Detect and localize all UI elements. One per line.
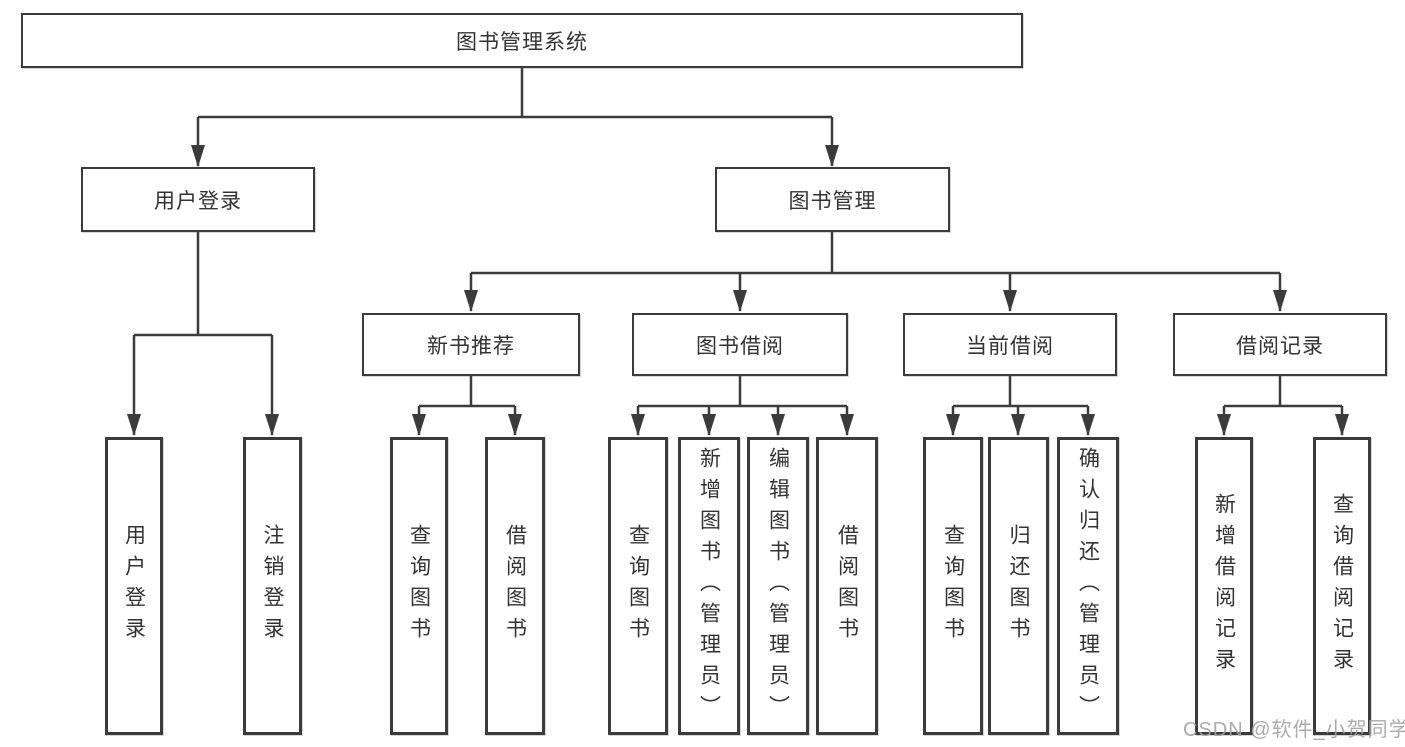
leaf-br-query-record: 查询借阅记录: [1313, 437, 1371, 735]
node-root-label: 图书管理系统: [456, 30, 588, 54]
leaf-bb-query-book: 查询图书: [608, 437, 668, 735]
leaf-user-login-label: 用户登录: [122, 524, 146, 648]
leaf-br-add-record: 新增借阅记录: [1195, 437, 1253, 735]
node-new-book-recommend-label: 新书推荐: [427, 334, 515, 358]
leaf-nb-borrow-book: 借阅图书: [485, 437, 545, 735]
leaf-br-query-record-label: 查询借阅记录: [1330, 493, 1354, 679]
node-book-management: 图书管理: [715, 167, 950, 232]
leaf-cb-confirm-return-admin: 确认归还（管理员）: [1057, 437, 1119, 735]
leaf-cb-confirm-return-admin-label: 确认归还（管理员）: [1076, 446, 1100, 726]
leaf-user-login: 用户登录: [105, 437, 163, 735]
node-new-book-recommend: 新书推荐: [362, 313, 580, 376]
node-book-borrow: 图书借阅: [632, 313, 848, 376]
leaf-bb-edit-book-admin-label: 编辑图书（管理员）: [766, 446, 790, 726]
leaf-nb-borrow-book-label: 借阅图书: [503, 524, 527, 648]
node-book-borrow-label: 图书借阅: [696, 334, 784, 358]
leaf-cb-query-book: 查询图书: [923, 437, 983, 735]
node-borrow-records: 借阅记录: [1173, 313, 1387, 376]
node-book-management-label: 图书管理: [788, 189, 877, 213]
leaf-cb-query-book-label: 查询图书: [941, 524, 965, 648]
node-user-login: 用户登录: [81, 167, 315, 232]
leaf-bb-borrow-book: 借阅图书: [816, 437, 878, 735]
leaf-bb-add-book-admin-label: 新增图书（管理员）: [697, 446, 721, 726]
leaf-cb-return-book: 归还图书: [988, 437, 1049, 735]
node-borrow-records-label: 借阅记录: [1236, 334, 1324, 358]
leaf-bb-borrow-book-label: 借阅图书: [835, 524, 859, 648]
leaf-nb-query-book: 查询图书: [390, 437, 448, 735]
leaf-bb-add-book-admin: 新增图书（管理员）: [678, 437, 740, 735]
leaf-logout-login-label: 注销登录: [261, 524, 284, 648]
leaf-br-add-record-label: 新增借阅记录: [1212, 493, 1236, 679]
node-user-login-label: 用户登录: [154, 189, 242, 213]
watermark: CSDN @软件_小贺同学: [1183, 719, 1405, 741]
leaf-nb-query-book-label: 查询图书: [407, 524, 431, 648]
leaf-bb-edit-book-admin: 编辑图书（管理员）: [747, 437, 809, 735]
node-current-borrow: 当前借阅: [903, 313, 1117, 376]
leaf-cb-return-book-label: 归还图书: [1007, 524, 1030, 648]
leaf-logout-login: 注销登录: [243, 437, 302, 735]
node-root: 图书管理系统: [21, 13, 1023, 68]
leaf-bb-query-book-label: 查询图书: [626, 524, 650, 648]
node-current-borrow-label: 当前借阅: [966, 334, 1054, 358]
